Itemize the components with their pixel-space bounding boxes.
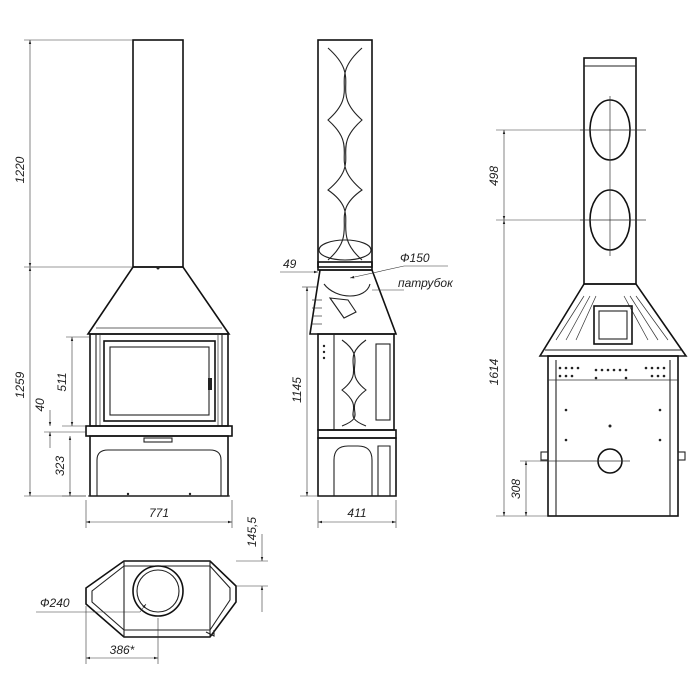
dim-flue-diameter: Ф240 <box>40 596 70 610</box>
side-ashpan-band <box>317 429 397 439</box>
side-door-edge <box>375 343 391 421</box>
front-base <box>89 435 229 497</box>
side-base <box>317 437 397 497</box>
front-ashpan-band <box>85 425 233 437</box>
dim-door-offset: 40 <box>33 398 47 412</box>
dim-width: 771 <box>149 506 169 520</box>
dim-lower-opening-height: 308 <box>509 479 523 499</box>
dim-opening-height: 1614 <box>487 358 501 385</box>
rear-view <box>538 57 688 517</box>
side-chimney <box>317 39 373 268</box>
collar-label: патрубок <box>398 276 454 290</box>
side-chimney-twist-a <box>327 47 363 261</box>
dim-door-height: 511 <box>55 372 69 391</box>
dim-collar-offset: 49 <box>283 257 297 271</box>
top-dimensions: 145,5 Ф240 386* <box>36 517 268 664</box>
rear-hood <box>538 283 688 357</box>
side-chimney-twist-b <box>327 47 363 261</box>
front-chimney <box>132 39 184 268</box>
front-dimensions: 1220 1259 511 40 323 771 <box>13 39 233 528</box>
dim-collar-diameter: Ф150 <box>400 251 430 265</box>
side-body <box>317 333 395 431</box>
side-hood <box>309 269 398 335</box>
top-flue <box>132 565 184 617</box>
rear-dimensions: 498 1614 308 <box>487 129 584 517</box>
dim-chimney-height: 1220 <box>13 156 27 183</box>
front-body <box>89 333 229 427</box>
side-dimensions: 49 Ф150 патрубок 1145 411 <box>280 251 454 528</box>
dim-opening-spacing: 498 <box>487 166 501 186</box>
rear-body <box>547 355 679 517</box>
dim-top-offset: 145,5 <box>245 517 259 547</box>
rear-inspection-hatch <box>593 305 633 345</box>
side-view <box>309 39 398 497</box>
dim-collar-height: 1145 <box>290 377 304 403</box>
top-view <box>85 560 237 638</box>
front-door <box>103 340 216 422</box>
dim-depth: 411 <box>347 506 366 520</box>
dim-top-width: 386* <box>110 643 135 657</box>
dim-base-height: 323 <box>53 456 67 476</box>
front-view <box>85 39 233 497</box>
dim-body-height: 1259 <box>13 371 27 398</box>
front-door-glass <box>109 346 210 416</box>
ashpan-handle <box>143 437 173 443</box>
front-hood <box>86 266 231 335</box>
flue-collar <box>317 261 373 271</box>
